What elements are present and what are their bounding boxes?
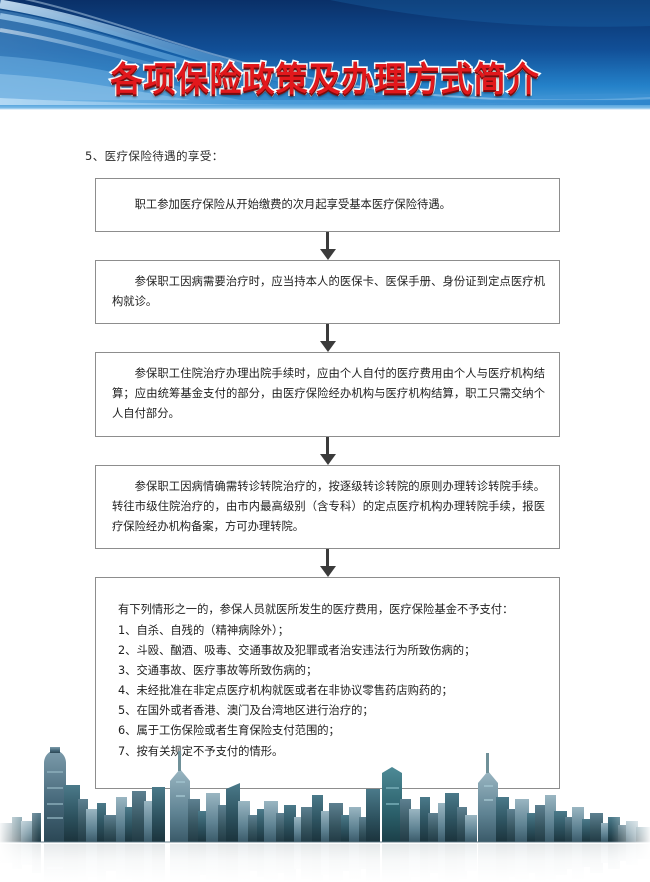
flow-box-step-4: 参保职工因病情确需转诊转院治疗的，按逐级转诊转院的原则办理转诊转院手续。转往市级… (95, 464, 560, 549)
flowchart: 职工参加医疗保险从开始缴费的次月起享受基本医疗保险待遇。 参保职工因病需要治疗时… (95, 178, 560, 789)
main-content: 5、医疗保险待遇的享受： 职工参加医疗保险从开始缴费的次月起享受基本医疗保险待遇… (0, 110, 650, 789)
flow-arrow-4-stem (326, 548, 329, 567)
header-wave-decoration (0, 0, 650, 110)
flow-box-step-3: 参保职工住院治疗办理出院手续时，应由个人自付的医疗费用由个人与医疗机构结算；应由… (95, 352, 560, 437)
flow-arrow-2-stem (326, 324, 329, 343)
header-banner: 各项保险政策及办理方式简介 (0, 0, 650, 110)
flow-arrow-1-stem (326, 232, 329, 251)
banner-bottom-edge (0, 105, 650, 110)
exclusion-item-3: 3、交通事故、医疗事故等所致伤病的； (118, 664, 318, 678)
exclusions-intro: 有下列情形之一的，参保人员就医所发生的医疗费用，医疗保险基金不予支付： (118, 602, 514, 616)
exclusion-item-6: 6、属于工伤保险或者生育保险支付范围的； (118, 724, 340, 738)
flow-arrow-3-head (319, 453, 336, 465)
flow-box-step-2-text: 参保职工因病需要治疗时，应当持本人的医保卡、医保手册、身份证到定点医疗机构就诊。 (112, 275, 545, 309)
flow-box-step-1: 职工参加医疗保险从开始缴费的次月起享受基本医疗保险待遇。 (95, 178, 560, 233)
flow-arrow-1-head (319, 249, 336, 261)
flow-box-step-3-text: 参保职工住院治疗办理出院手续时，应由个人自付的医疗费用由个人与医疗机构结算；应由… (112, 367, 545, 421)
flow-arrow-3 (95, 436, 560, 465)
section-heading: 5、医疗保险待遇的享受： (85, 149, 224, 163)
flow-box-step-4-text: 参保职工因病情确需转诊转院治疗的，按逐级转诊转院的原则办理转诊转院手续。转往市级… (112, 479, 545, 533)
city-skyline (0, 737, 650, 882)
flow-arrow-2-head (319, 341, 336, 353)
exclusion-item-5: 5、在国外或者香港、澳门及台湾地区进行治疗的； (118, 704, 374, 718)
flow-arrow-4 (95, 548, 560, 577)
flow-arrow-1 (95, 232, 560, 261)
flow-box-step-1-text: 职工参加医疗保险从开始缴费的次月起享受基本医疗保险待遇。 (134, 198, 451, 211)
flow-arrow-2 (95, 324, 560, 353)
exclusion-item-1: 1、自杀、自残的（精神病除外）； (118, 623, 289, 637)
flow-box-step-2: 参保职工因病需要治疗时，应当持本人的医保卡、医保手册、身份证到定点医疗机构就诊。 (95, 260, 560, 325)
exclusion-item-4: 4、未经批准在非定点医疗机构就医或者在非协议零售药店购药的； (118, 684, 453, 698)
exclusion-item-2: 2、斗殴、酗酒、吸毒、交通事故及犯罪或者治安违法行为所致伤病的； (118, 644, 476, 658)
flow-arrow-3-stem (326, 436, 329, 455)
flow-arrow-4-head (319, 565, 336, 577)
city-skyline-svg (0, 737, 650, 882)
